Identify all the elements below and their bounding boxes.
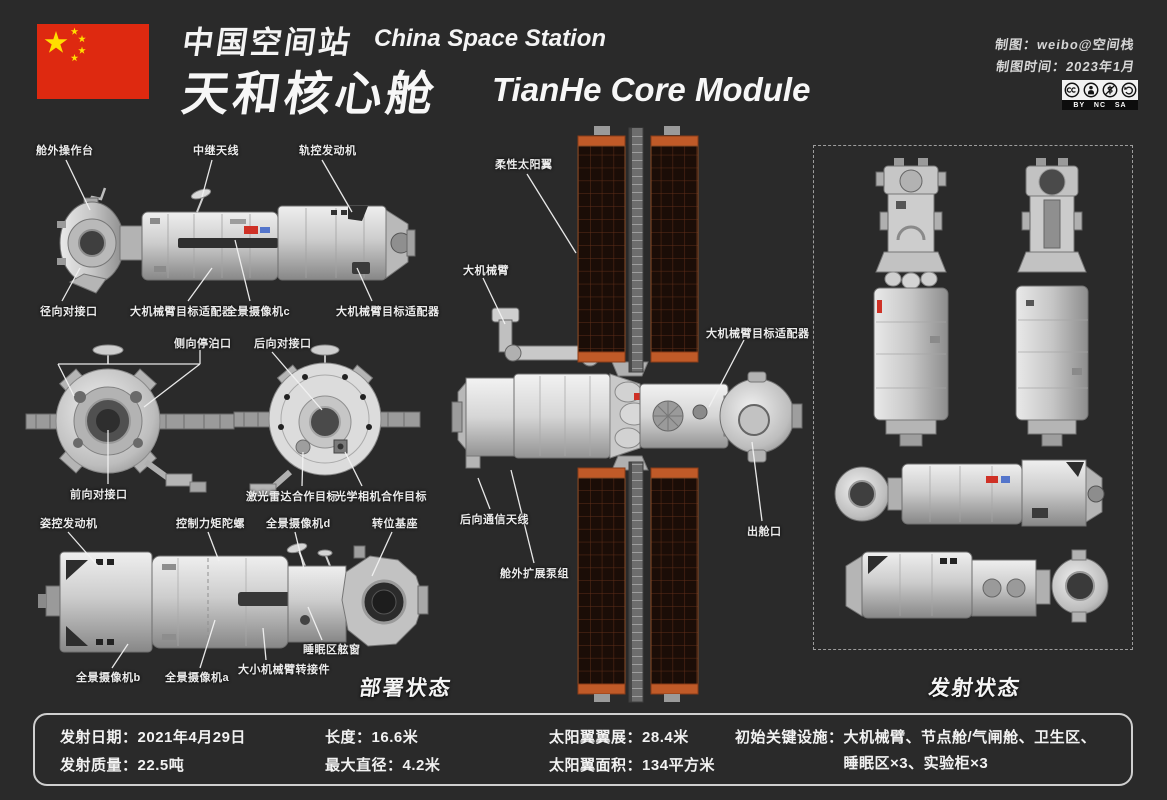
page-title-en: China Space Station (374, 25, 606, 53)
stat-max-diameter-label: 最大直径： (325, 757, 403, 774)
view-launch-vertical-2 (1015, 158, 1089, 447)
view-launch-horizontal-2 (845, 549, 1109, 623)
cc-nc-icon (1102, 82, 1117, 98)
label-forward-docking-port: 前向对接口 (70, 489, 128, 501)
solar-wing-lower (577, 461, 699, 703)
cc-license-badge: BY NC SA (1062, 80, 1138, 110)
stat-launch-date-value: 2021年4月29日 (137, 729, 246, 746)
stat-length-label: 长度： (325, 729, 372, 746)
label-lidar-coop-target: 激光雷达合作目标 (246, 491, 338, 503)
stat-key-facilities: 初始关键设施：大机械臂、节点舱/气闸舱、卫生区、睡眠区×3、实验柜×3 (735, 725, 1110, 777)
stat-launch-date: 发射日期：2021年4月29日 (60, 725, 246, 751)
view-deployed-center (451, 307, 803, 471)
stat-launch-date-label: 发射日期： (60, 729, 138, 746)
caption-deployed-text: 部署状态 (358, 677, 454, 700)
label-orbit-engine: 轨控发动机 (299, 145, 357, 157)
label-optical-coop-target: 光学相机合作目标 (335, 491, 427, 503)
stat-wing-span: 太阳翼翼展：28.4米 (549, 725, 689, 751)
cc-by-icon (1083, 82, 1098, 98)
stat-length: 长度：16.6米 (325, 725, 418, 751)
label-egress-hatch: 出舱口 (747, 526, 782, 538)
view-side-top (57, 187, 416, 294)
title-en-text: China Space Station (374, 25, 607, 52)
label-aft-comm-antenna: 后向通信天线 (460, 514, 529, 526)
view-front-aft (233, 344, 421, 497)
label-pano-camera-a: 全景摄像机a (165, 672, 230, 684)
label-relay-antenna: 中继天线 (193, 145, 239, 157)
label-control-moment-gyro: 控制力矩陀螺 (176, 518, 245, 530)
label-pano-camera-d: 全景摄像机d (266, 518, 331, 530)
stat-key-facilities-value: 大机械臂、节点舱/气闸舱、卫生区、睡眠区×3、实验柜×3 (843, 729, 1097, 772)
label-pano-camera-b: 全景摄像机b (76, 672, 141, 684)
label-arm-target-adapter-b: 大机械臂目标适配器 (336, 306, 440, 318)
stat-length-value: 16.6米 (371, 729, 419, 746)
label-indexing-base: 转位基座 (372, 518, 418, 530)
label-large-robotic-arm: 大机械臂 (463, 265, 509, 277)
cc-nc-label: NC (1093, 101, 1107, 109)
stat-wing-span-value: 28.4米 (642, 729, 689, 746)
stat-wing-area-value: 134平方米 (642, 757, 716, 774)
callout-lines (57, 159, 763, 669)
cc-icon (1064, 82, 1079, 98)
label-aft-docking-port: 后向对接口 (254, 338, 312, 350)
label-attitude-engine: 姿控发动机 (40, 518, 98, 530)
cc-license-icons (1062, 80, 1138, 100)
view-side-bottom (38, 542, 429, 653)
stat-launch-mass: 发射质量：22.5吨 (60, 753, 184, 779)
caption-launch-state: 发射状态 (927, 672, 1023, 702)
solar-wing-upper (577, 126, 699, 373)
view-launch-horizontal-1 (834, 459, 1105, 527)
stat-wing-span-label: 太阳翼翼展： (549, 729, 643, 746)
stat-max-diameter: 最大直径：4.2米 (325, 753, 440, 779)
stats-bar: 发射日期：2021年4月29日 发射质量：22.5吨 长度：16.6米 最大直径… (33, 713, 1133, 786)
cc-by-label: BY (1073, 101, 1086, 109)
label-arm-target-adapter-c: 大机械臂目标适配器 (706, 328, 810, 340)
label-pano-camera-c: 全景摄像机c (226, 306, 291, 318)
label-radial-docking-port: 径向对接口 (40, 306, 98, 318)
china-flag-icon (37, 24, 149, 99)
stat-max-diameter-value: 4.2米 (402, 757, 441, 774)
page-subtitle-en: TianHe Core Module (492, 71, 810, 109)
label-ext-console: 舱外操作台 (36, 145, 94, 157)
view-launch-vertical-1 (873, 158, 949, 447)
label-ext-expansion-pump: 舱外扩展泵组 (500, 568, 569, 580)
stat-wing-area-label: 太阳翼面积： (549, 757, 643, 774)
china-flag (37, 24, 149, 104)
stat-launch-mass-value: 22.5吨 (137, 757, 185, 774)
cc-sa-icon (1121, 82, 1136, 98)
label-arm-transfer-adapter: 大小机械臂转接件 (238, 664, 330, 676)
stat-launch-mass-label: 发射质量： (60, 757, 138, 774)
label-lateral-berthing-port: 侧向停泊口 (174, 338, 232, 350)
caption-deployed-state: 部署状态 (358, 672, 454, 702)
launch-state-box (813, 145, 1133, 650)
cc-license-text: BY NC SA (1062, 100, 1138, 110)
label-sleep-area-window: 睡眠区舷窗 (303, 644, 361, 656)
label-flexible-solar-wing: 柔性太阳翼 (495, 159, 553, 171)
label-arm-target-adapter-a: 大机械臂目标适配器 (130, 306, 234, 318)
stat-wing-area: 太阳翼面积：134平方米 (549, 753, 715, 779)
caption-launch-text: 发射状态 (927, 677, 1023, 700)
cc-sa-label: SA (1114, 101, 1127, 109)
subtitle-en-text: TianHe Core Module (492, 71, 811, 108)
view-front-forward (25, 344, 235, 493)
stat-key-facilities-label: 初始关键设施： (735, 729, 844, 746)
